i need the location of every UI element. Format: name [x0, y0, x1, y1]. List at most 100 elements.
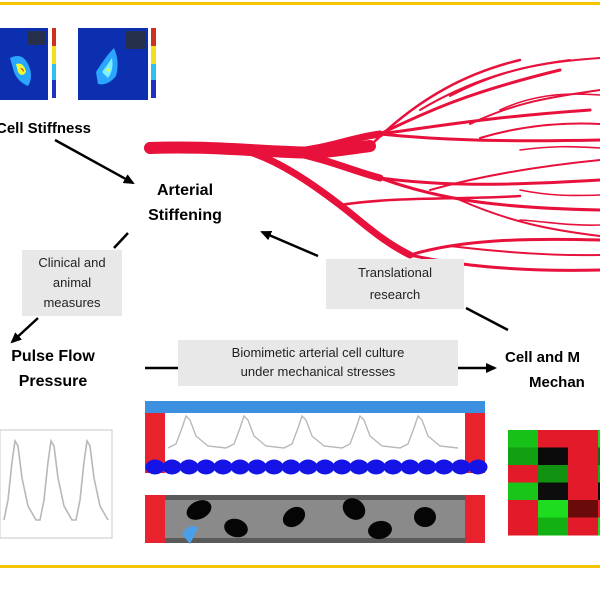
heatmap-cell — [568, 517, 598, 536]
translational-line2: research — [369, 287, 421, 302]
artery-branch-3 — [378, 132, 600, 143]
heatmap-cell — [538, 500, 568, 518]
clinical-measures-note: Clinical and animal measures — [22, 250, 122, 316]
artery-branch-6 — [449, 57, 600, 97]
cell-mechanics-label: Cell and M Mechan — [505, 345, 600, 395]
arterial-stiffening-line1: Arterial — [156, 182, 214, 199]
artery-branch-7 — [469, 89, 600, 125]
endothelial-cell — [179, 459, 199, 475]
cell-mechanics-line2: Mechan — [529, 374, 585, 391]
biomimetic-culture-note: Biomimetic arterial cell culture under m… — [178, 340, 458, 386]
arrow-arterial-to-clinical — [113, 232, 129, 249]
artery-branch-11 — [429, 159, 600, 191]
endothelial-cell — [281, 459, 301, 475]
artery-branch-4 — [368, 58, 522, 148]
endothelial-cell — [451, 459, 471, 475]
artery-branch-14 — [408, 253, 600, 272]
artery-branch-15 — [449, 245, 600, 257]
translational-research-note: Translational research — [326, 259, 464, 309]
translational-line1: Translational — [358, 265, 432, 280]
pulse-waveform-plot — [0, 429, 113, 539]
heatmap-cell — [568, 430, 598, 448]
endothelial-cell — [196, 459, 216, 475]
arrow-translational-to-arterial — [260, 230, 319, 258]
heatmap-cell — [508, 465, 538, 483]
endothelial-cell — [315, 459, 335, 475]
artery-branch-17 — [499, 93, 600, 111]
pulse-flow-line1: Pulse Flow — [11, 348, 95, 365]
heatmap-cell — [568, 447, 598, 466]
culture-channel-bottom — [145, 495, 485, 544]
heatmap-cell — [598, 465, 600, 483]
culture-channel-top — [145, 401, 488, 475]
heatmap-cell — [538, 447, 568, 466]
heatmap-cell — [568, 482, 598, 501]
artery-main-upper — [286, 130, 384, 156]
arrow-mech-to-translational — [465, 306, 509, 332]
cell-stiffness-map-1 — [0, 28, 56, 100]
arterial-stiffening-label: Arterial Stiffening — [130, 178, 240, 228]
arrows — [10, 138, 509, 373]
artery-main-lower — [286, 148, 384, 182]
cell-mechanics-line1: Cell and M — [505, 349, 581, 366]
heatmap-cell — [508, 447, 538, 466]
artery-branch-19 — [519, 189, 600, 197]
clinical-line2: animal — [52, 275, 92, 290]
artery-branch-10 — [378, 176, 600, 212]
heatmap-cell — [568, 500, 598, 518]
heatmap-cell — [508, 500, 538, 518]
artery-branch-12 — [459, 199, 600, 237]
heatmap-cell — [568, 465, 598, 483]
endothelial-cell — [162, 459, 182, 475]
artery-branch-1 — [378, 68, 562, 136]
heatmap-cell — [598, 447, 600, 466]
cell-stiffness-label: Cell Stiffness — [0, 120, 92, 137]
arrow-cell-to-arterial — [54, 138, 135, 185]
artery-lower-limb — [246, 148, 414, 259]
artery-branch-20 — [519, 219, 600, 226]
heatmap-cell — [598, 517, 600, 536]
endothelial-cell — [400, 459, 420, 475]
endothelial-cell — [247, 459, 267, 475]
endothelial-cell — [145, 459, 165, 475]
endothelial-cell — [298, 459, 318, 475]
heatmap-cell — [508, 430, 538, 448]
endothelial-cell — [417, 459, 437, 475]
pulse-flow-line2: Pressure — [18, 373, 88, 390]
artery-branch-16 — [338, 194, 522, 207]
heatmap-cell — [538, 465, 568, 483]
arrow-clinical-to-pulse — [10, 317, 39, 344]
biomimetic-line1: Biomimetic arterial cell culture — [231, 345, 405, 360]
heatmap-cell — [538, 482, 568, 501]
bottom-border — [0, 565, 600, 568]
heatmap-cell — [508, 482, 538, 501]
heatmap-cell — [598, 482, 600, 501]
arterial-tree-illustration — [144, 57, 600, 272]
top-border — [0, 2, 600, 5]
arterial-stiffening-line2: Stiffening — [148, 207, 222, 224]
endothelial-cell — [264, 459, 284, 475]
endothelial-cell — [383, 459, 403, 475]
cell-stiffness-map-2 — [78, 28, 156, 100]
artery-branch-8 — [479, 122, 600, 139]
endothelial-cell — [349, 459, 369, 475]
artery-branch-18 — [519, 145, 600, 151]
clinical-line1: Clinical and — [38, 255, 106, 270]
heatmap-cell — [538, 517, 568, 536]
biomimetic-line2: under mechanical stresses — [240, 364, 396, 379]
heatmap-cell — [538, 430, 568, 448]
artery-branch-9 — [378, 176, 600, 186]
artery-trunk — [144, 140, 376, 159]
endothelial-cell — [213, 459, 233, 475]
endothelial-cell — [366, 459, 386, 475]
endothelial-cell — [434, 459, 454, 475]
heatmap-cell — [598, 500, 600, 518]
gene-expression-heatmap — [508, 430, 600, 536]
artery-branch-2 — [378, 108, 592, 136]
pulse-flow-pressure-label: Pulse Flow Pressure — [0, 344, 112, 394]
artery-branch-13 — [408, 237, 600, 257]
heatmap-cell — [508, 517, 538, 536]
endothelial-cell — [230, 459, 250, 475]
endothelial-cell — [332, 459, 352, 475]
